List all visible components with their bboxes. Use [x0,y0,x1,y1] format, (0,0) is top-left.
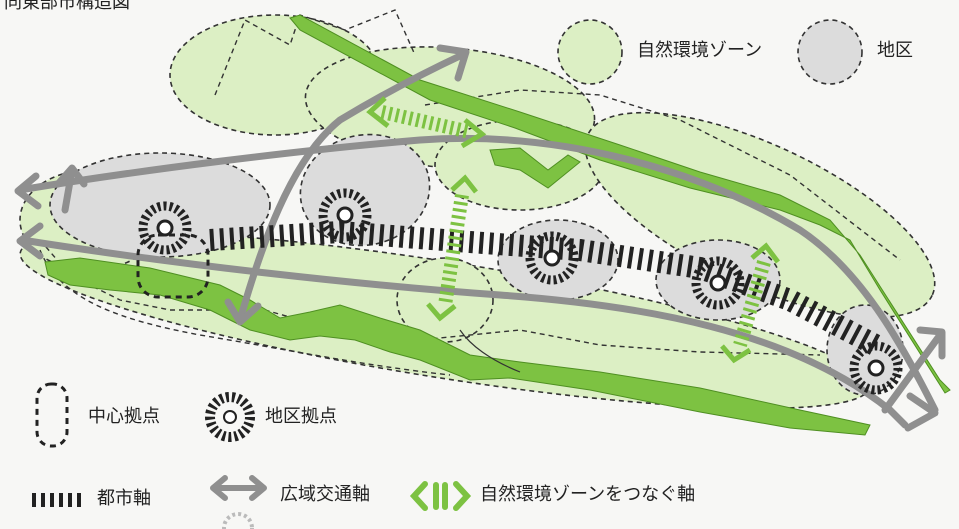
legend-district-area-label: 地区 [877,40,913,61]
traffic-axis-north-route [16,134,939,414]
district-base-5 [849,341,903,395]
legend-district-area-swatch [797,19,863,85]
city-axis-band [209,220,881,355]
legend-symbols [32,19,863,529]
legend-natural-zone-swatch [557,19,623,85]
legend-city-axis-label: 都市軸 [97,488,151,509]
green-belt-south [44,257,871,436]
title-fragment: 同東部市構造図 [4,0,130,13]
traffic-axis-west-up [61,166,76,214]
district-base-1 [138,201,192,255]
legend-center-base-label: 中心拠点 [88,406,160,427]
legend-traffic-axis-label: 広域交通軸 [280,484,370,505]
zone-link-axes [366,96,780,364]
thin-road [459,329,521,373]
district-base-3 [525,231,579,285]
legend-district-base-swatch [205,392,255,442]
traffic-axis-south-route [18,236,909,429]
district-bases [138,188,903,395]
center-base-marker [136,233,210,299]
legend-natural-zone-label: 自然環境ゾーン [637,40,763,61]
green-belt-center [489,147,581,189]
traffic-axis-east-up [881,331,944,414]
traffic-axis-diagonal [236,51,466,324]
legend-traffic-axis-swatch [210,475,267,501]
district-area-west-center [299,133,431,247]
legend-zone-link-label: 自然環境ゾーンをつなぐ軸 [480,484,696,505]
district-base-2 [318,188,372,242]
legend-zone-link-swatch [409,481,472,511]
legend-center-base-swatch [35,382,69,448]
traffic-arrowheads [14,44,946,432]
wide-traffic-axes [16,51,944,429]
legend-district-base-label: 地区拠点 [265,406,337,427]
district-base-4 [691,256,745,310]
